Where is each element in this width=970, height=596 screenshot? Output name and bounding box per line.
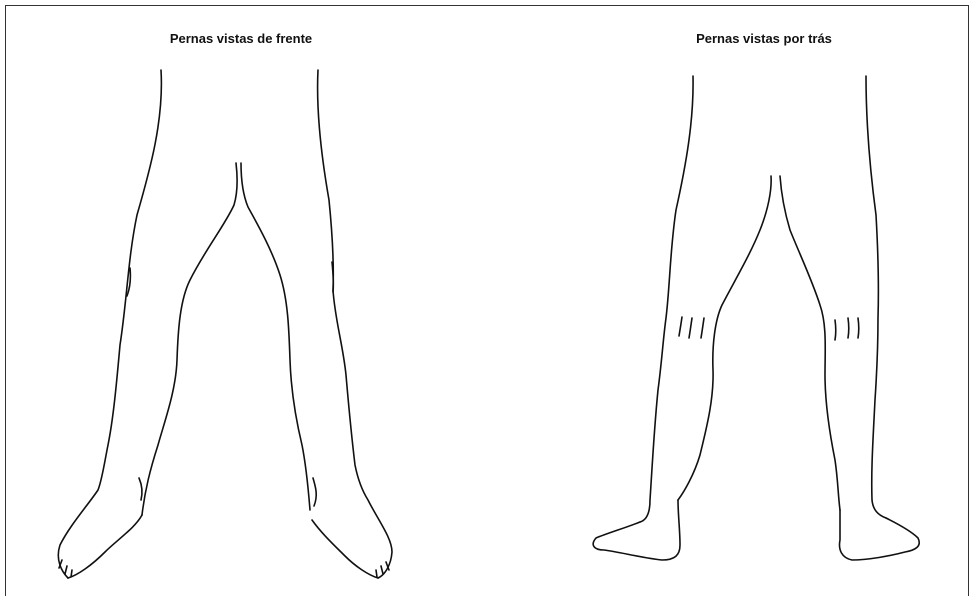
- back-left-foot: [593, 500, 680, 560]
- back-right-knee-crease: [835, 318, 859, 340]
- front-left-leg-outer: [58, 70, 161, 578]
- back-right-foot: [840, 510, 920, 560]
- front-right-ankle-mark: [313, 478, 316, 506]
- back-legs-drawing: [593, 76, 919, 560]
- back-left-leg-outer: [640, 76, 693, 522]
- front-right-leg-outer: [318, 70, 392, 578]
- front-left-ankle-mark: [139, 478, 142, 500]
- back-left-leg-inner: [678, 176, 771, 500]
- front-right-foot: [312, 520, 389, 578]
- front-left-leg-inner: [142, 163, 237, 515]
- front-legs-drawing: [58, 70, 392, 578]
- back-right-leg-inner: [780, 176, 840, 510]
- front-left-foot: [59, 515, 142, 578]
- front-right-knee-mark: [332, 262, 333, 292]
- back-right-leg-outer: [866, 76, 886, 518]
- front-right-leg-inner: [241, 163, 310, 510]
- back-left-knee-crease: [679, 317, 704, 338]
